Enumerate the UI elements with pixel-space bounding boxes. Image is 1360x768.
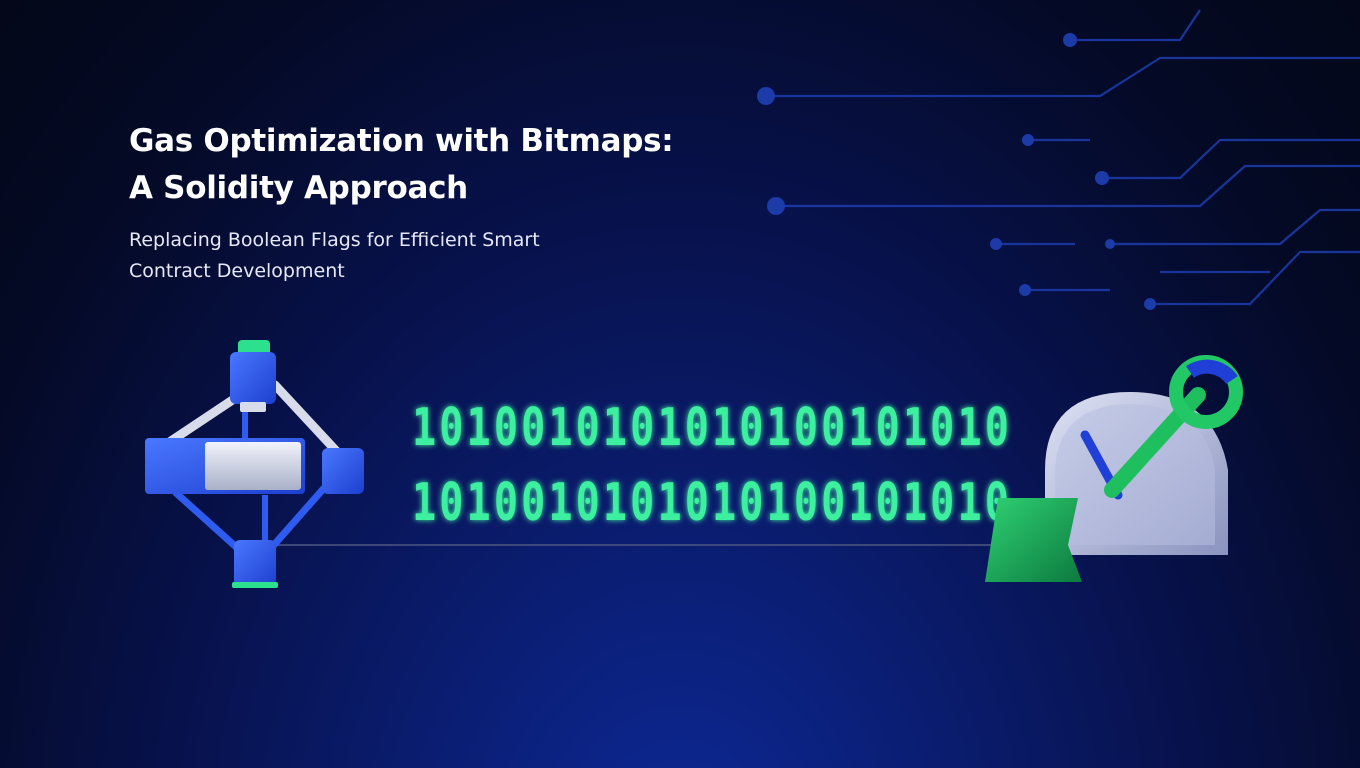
page-subtitle: Replacing Boolean Flags for Efficient Sm… [129, 225, 540, 287]
bits-row-2: 1010010101010100101010 [412, 473, 1012, 533]
subtitle-line-1: Replacing Boolean Flags for Efficient Sm… [129, 229, 540, 251]
subtitle-line-2: Contract Development [129, 260, 345, 282]
bits-row-1: 1010010101010100101010 [412, 398, 1012, 458]
page-title: Gas Optimization with Bitmaps: A Solidit… [129, 118, 674, 212]
node-network-icon [145, 340, 364, 588]
title-line-1: Gas Optimization with Bitmaps: [129, 123, 674, 159]
checkmark-shield-icon [985, 355, 1243, 582]
binary-bits: 1010010101010100101010 10100101010101001… [412, 398, 1012, 533]
title-line-2: A Solidity Approach [129, 170, 468, 206]
